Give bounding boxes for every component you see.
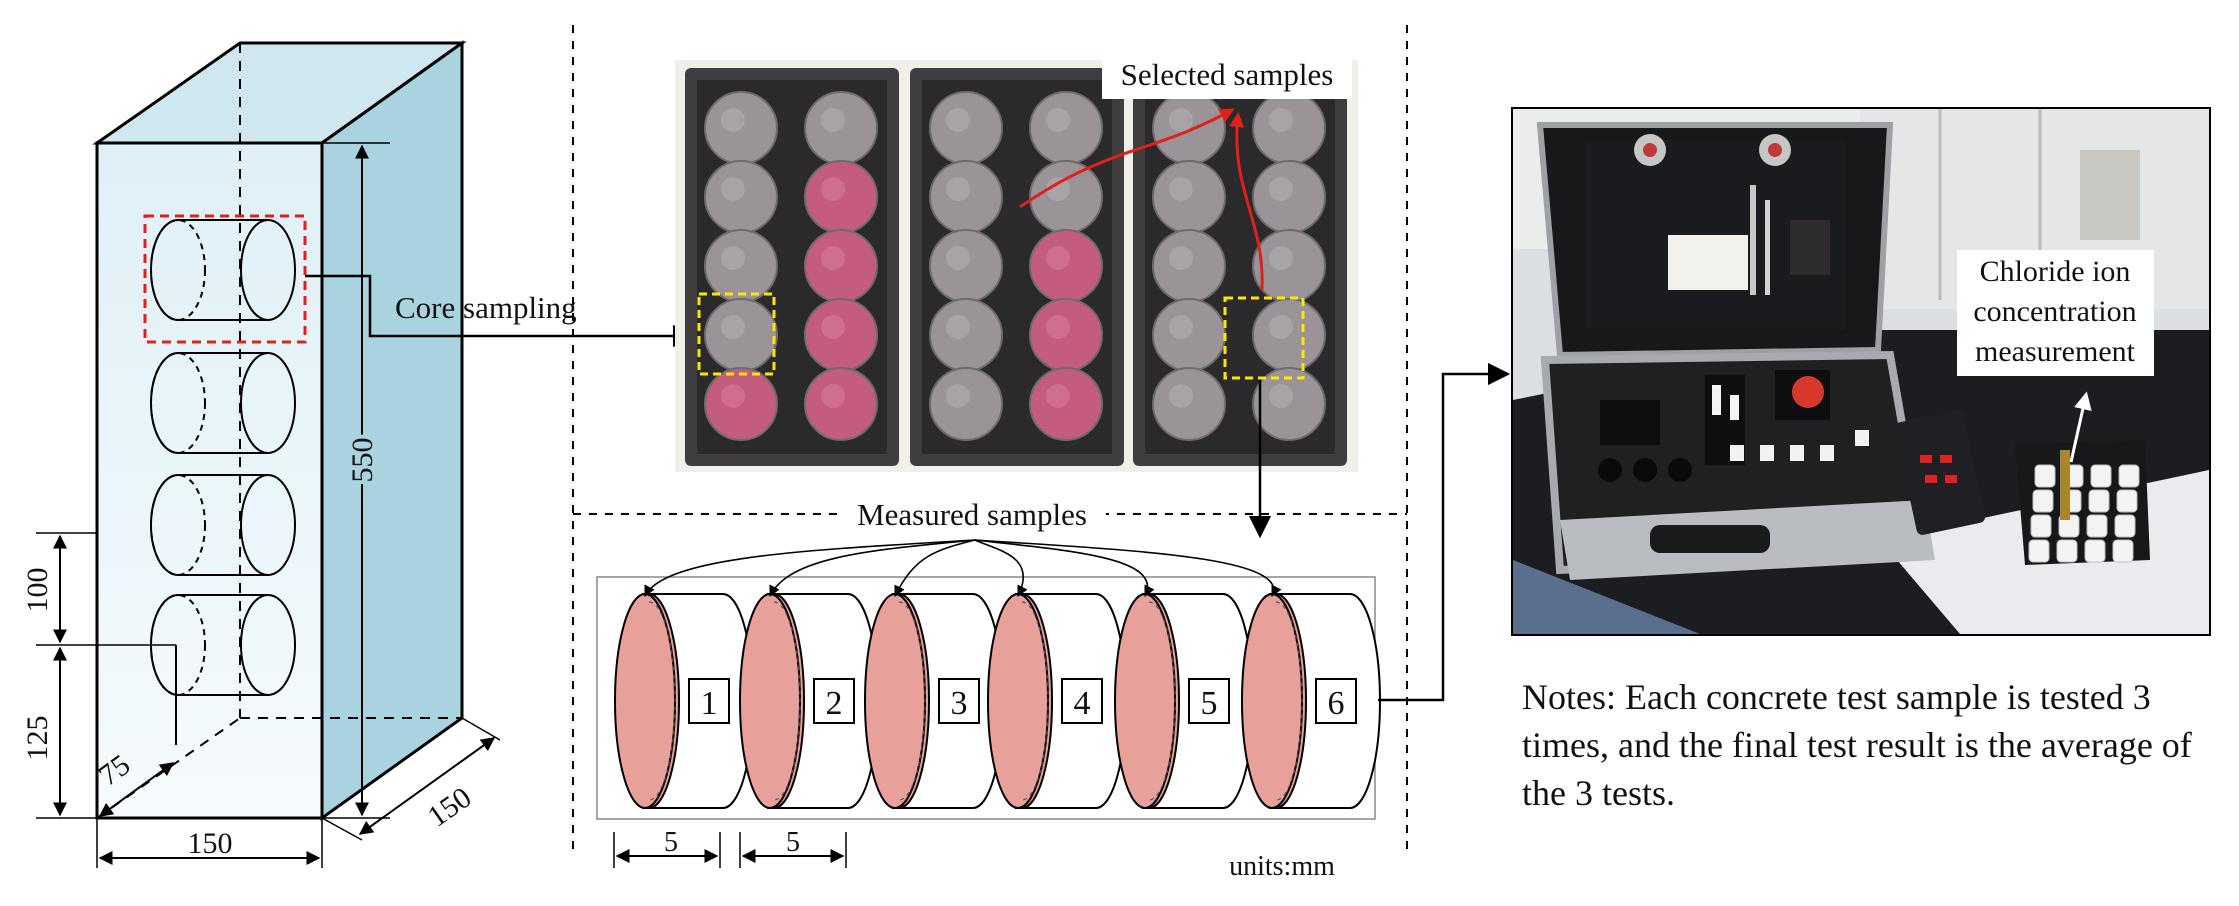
core-selection-box [143,214,307,344]
core-cylinder-2 [150,352,296,454]
selected-samples-label: Selected samples [1121,57,1334,92]
distribution-arrow [644,539,976,598]
slice-5: 5 [1114,593,1254,809]
prism-specimen [92,40,467,821]
units-label: units:mm [1229,851,1335,882]
slice-number: 6 [1328,685,1345,722]
slice-1: 1 [614,593,754,809]
measured-samples-label: Measured samples [857,497,1087,532]
dimension-height: 550 [322,142,390,819]
core-sampling-label: Core sampling [395,290,577,325]
chloride-label-line-2: concentration [1973,295,2136,328]
dimension-150-front-label: 150 [188,827,233,860]
chloride-label-line-3: measurement [1975,335,2136,368]
notes-text: Notes: Each concrete test sample is test… [1522,677,2192,813]
slice-number: 5 [1201,685,1218,722]
slice-number: 3 [951,685,968,722]
dimension-spacing: 100 125 75 [21,532,176,819]
distribution-arrows [644,539,1282,598]
distribution-arrow [769,539,976,598]
distribution-arrow [974,539,1155,598]
measured-slices: 1 2 3 4 5 6 [614,593,1381,809]
tray-selection-box-2 [1223,296,1305,380]
dimension-125-label: 125 [21,716,54,761]
core-cylinder-1 [150,219,296,321]
slice-thickness-1-label: 5 [664,827,678,858]
slice-number: 1 [701,685,718,722]
slice-4: 4 [987,593,1127,809]
slice-2: 2 [739,593,879,809]
prism-side-face [320,40,464,821]
dimension-100-label: 100 [21,568,54,613]
dimension-150-depth-label: 150 [422,781,478,834]
prism-front-face [95,141,324,820]
dimension-550-label: 550 [346,438,379,483]
slice-number: 4 [1074,685,1091,722]
slice-6: 6 [1241,593,1381,809]
chloride-label-line-1: Chloride ion [1980,255,2131,288]
instrument-photo: Chloride ion concentration measurement [1511,107,2211,636]
distribution-arrow [974,539,1282,598]
dimension-width: 150 [96,818,323,868]
core-tray-photo: Selected samples [675,53,1358,472]
core-cylinder-3 [150,474,296,576]
distribution-arrow [894,539,976,598]
slice-thickness-dimensions: 5 5 [613,827,847,868]
slice-3: 3 [864,593,1004,809]
distribution-arrow [974,539,1028,598]
slice-thickness-2-label: 5 [786,827,800,858]
slice-number: 2 [826,685,843,722]
core-sampling-arrow: Core sampling [305,274,696,348]
